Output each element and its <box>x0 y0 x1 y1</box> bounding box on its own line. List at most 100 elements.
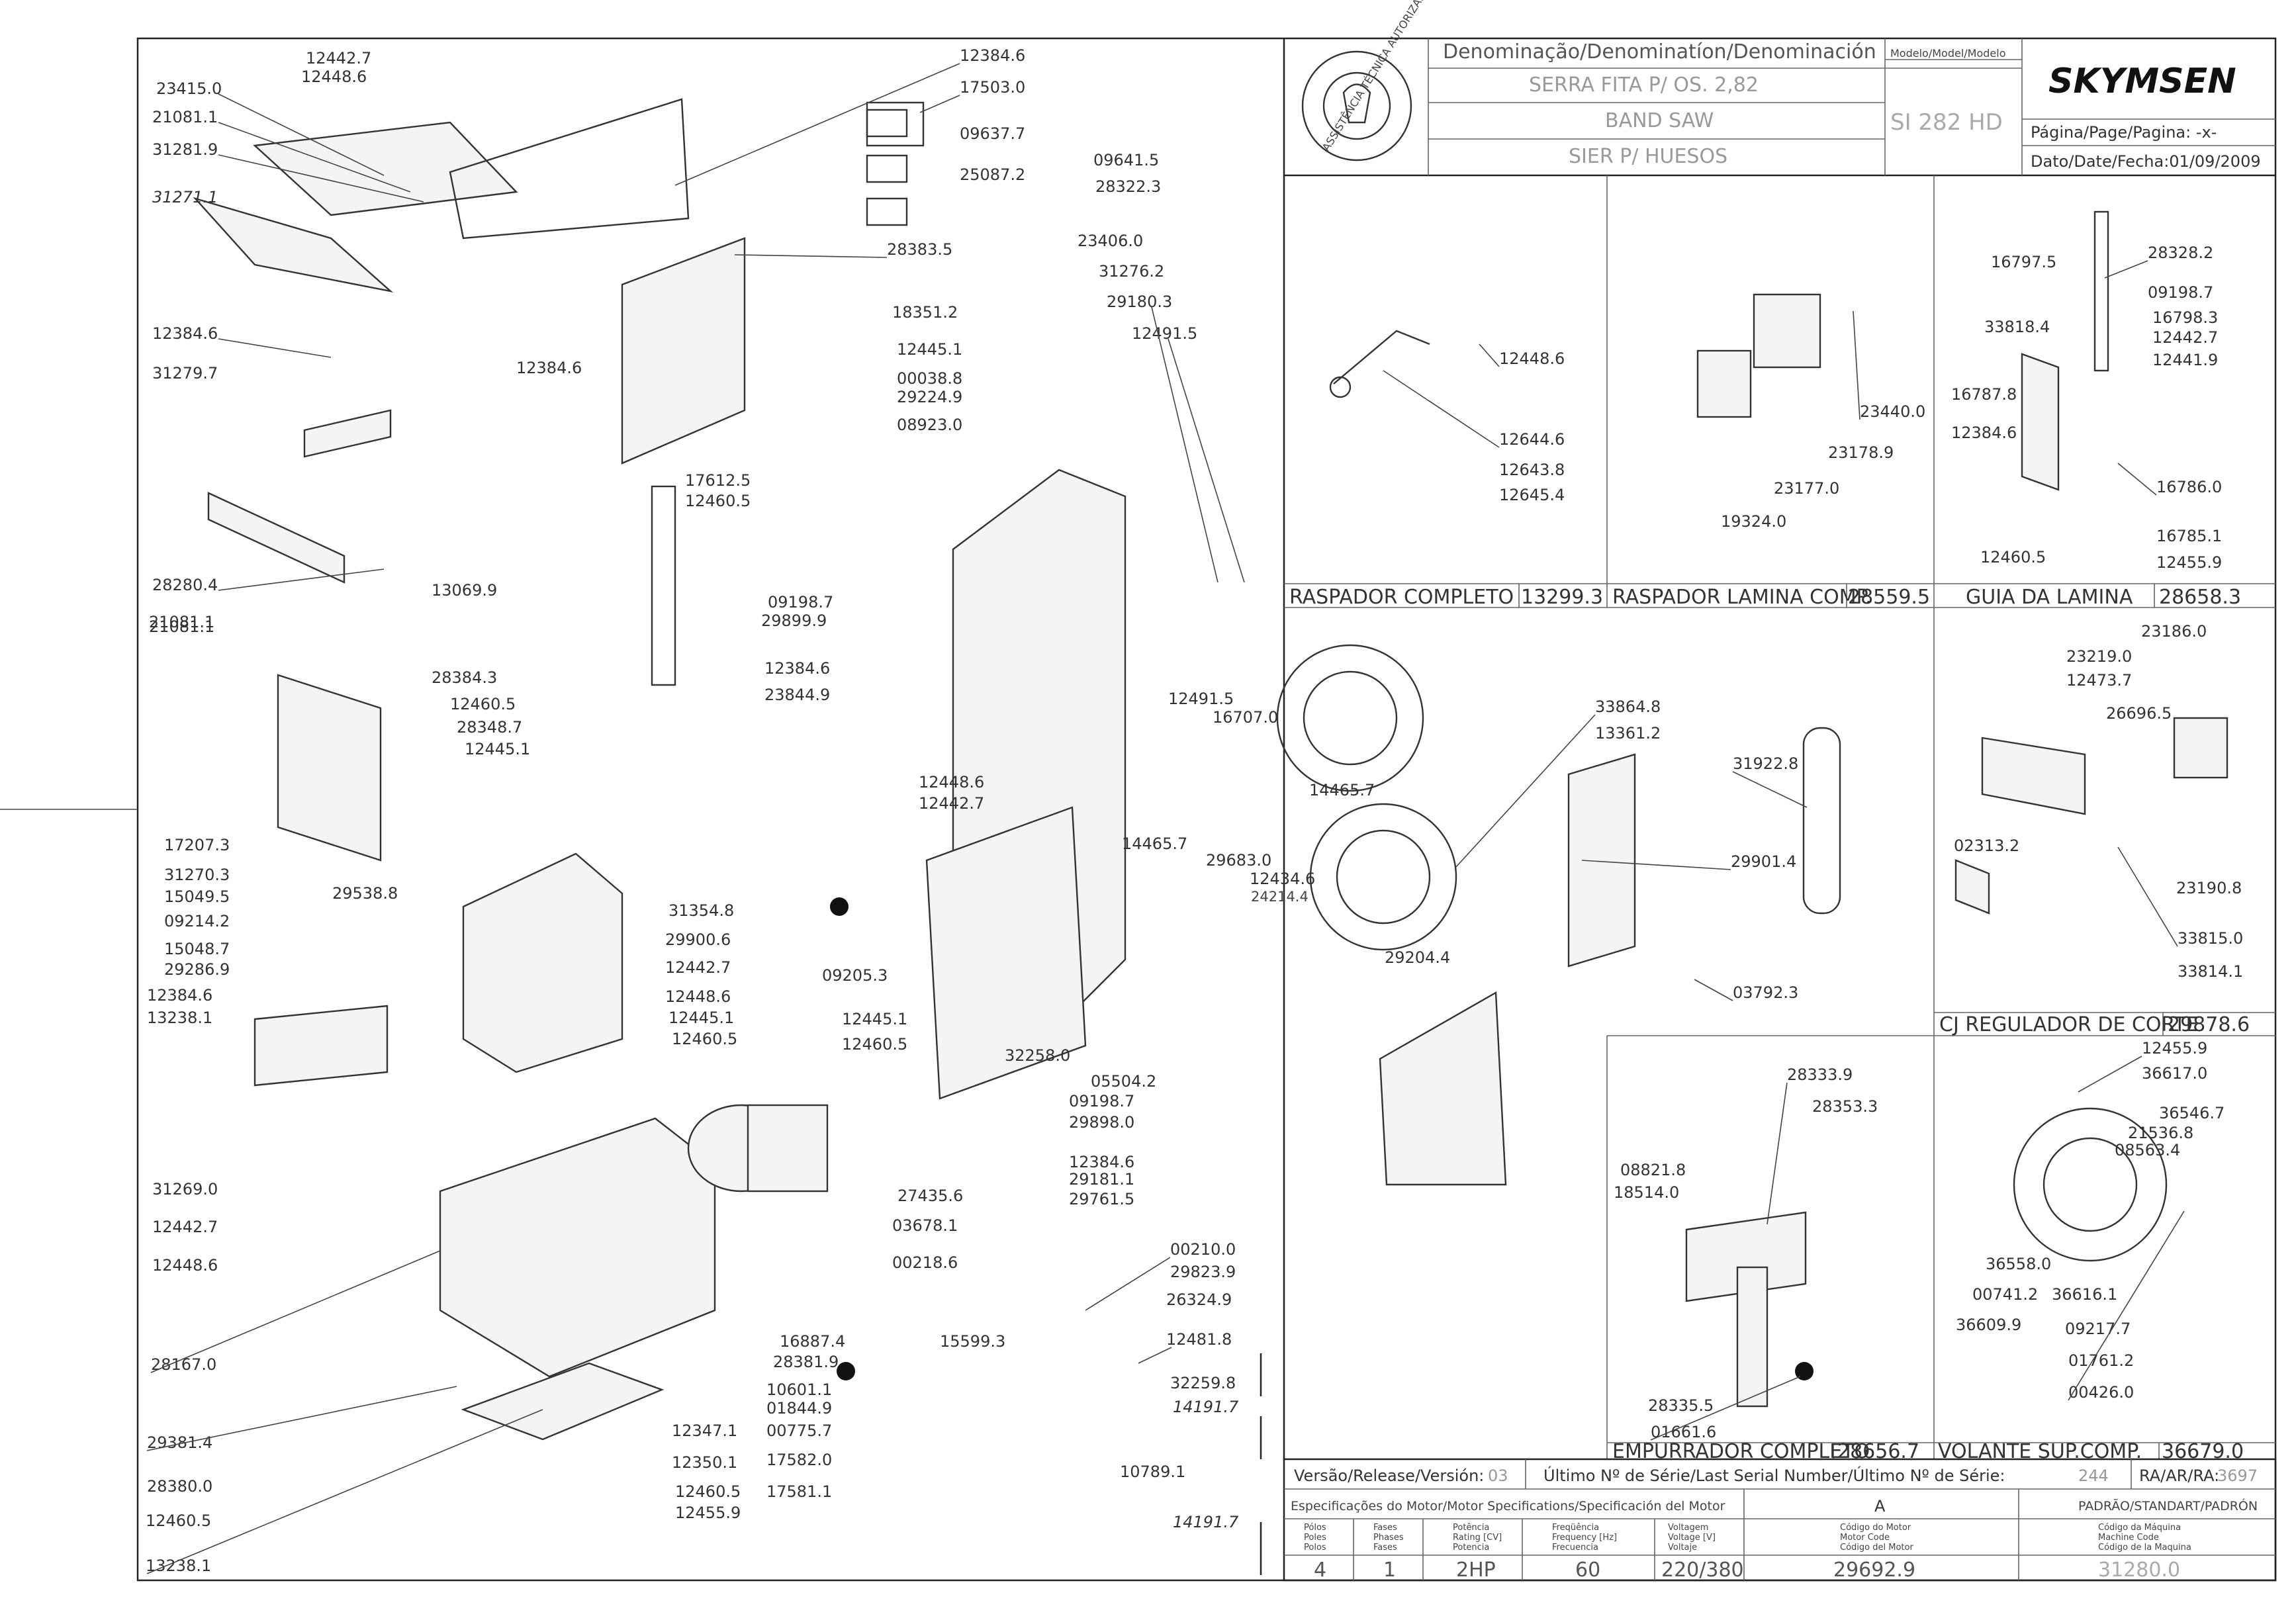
part-label: 28353.3 <box>1812 1097 1878 1116</box>
part-label: 12384.6 <box>152 324 218 343</box>
page-label: Página/Page/Pagina: -x- <box>2031 123 2217 142</box>
part-label: 23415.0 <box>156 79 222 98</box>
part-label: 21081.1 <box>152 108 218 126</box>
part-label: 10601.1 <box>766 1380 832 1399</box>
ra-label: RA/AR/RA: <box>2139 1466 2219 1485</box>
part-label: 36616.1 <box>2052 1285 2117 1304</box>
part-label: 05504.2 <box>1091 1072 1156 1091</box>
part-label: 12384.6 <box>764 659 830 678</box>
part-label: 27435.6 <box>897 1187 963 1205</box>
part-label: 02313.2 <box>1954 836 2019 855</box>
part-label: 29180.3 <box>1107 293 1172 311</box>
part-label: 13069.9 <box>432 581 497 600</box>
part-label: 32258.0 <box>1005 1046 1070 1065</box>
part-label: 31270.3 <box>164 866 230 884</box>
ra-value: 3697 <box>2217 1466 2258 1485</box>
part-label: 12448.6 <box>919 773 984 791</box>
part-label: 12491.5 <box>1168 690 1234 708</box>
motor-spec-label: Especificações do Motor/Motor Specificat… <box>1291 1499 1725 1513</box>
saw-blade <box>1802 727 1841 915</box>
part-label: 14191.7 <box>1173 1398 1239 1416</box>
part-label: 08821.8 <box>1620 1161 1686 1179</box>
part-label: 00775.7 <box>766 1421 832 1440</box>
part-label: 29286.9 <box>164 960 230 979</box>
part-label: 31271.1 <box>152 188 218 206</box>
footer-spec-table: Versão/Release/Versión: 03 Último Nº de … <box>1283 1458 2277 1582</box>
part-label: 16887.4 <box>780 1332 845 1351</box>
panel-titles: RASPADOR COMPLETO 13299.3 RASPADOR LAMIN… <box>1289 584 2250 1463</box>
part-label: 01844.9 <box>766 1399 832 1418</box>
part-label: 16798.3 <box>2152 308 2218 327</box>
part-label: 28322.3 <box>1095 177 1161 196</box>
part-label: 15049.5 <box>164 887 230 906</box>
standard-label: PADRÃO/STANDART/PADRÓN <box>2078 1498 2258 1513</box>
base-stand <box>439 1117 716 1378</box>
main-assembly-drawing <box>193 98 1841 1441</box>
part-label: 12442.7 <box>152 1218 218 1236</box>
part-label: 16707.0 <box>1213 708 1278 727</box>
part-label: 36617.0 <box>2142 1064 2207 1083</box>
part-label: 12442.7 <box>665 958 731 977</box>
part-label: 12384.6 <box>960 46 1025 65</box>
serial-value: 244 <box>2078 1466 2109 1485</box>
leader-lines <box>146 63 2185 1574</box>
part-label: 21536.8 <box>2128 1124 2193 1142</box>
phases-value: 1 <box>1383 1558 1396 1582</box>
panel-title: GUIA DA LAMINA <box>1966 586 2133 609</box>
part-label: 24214.4 <box>1251 889 1309 905</box>
part-label: 12384.6 <box>1951 424 2017 442</box>
part-label: 29181.1 <box>1069 1170 1134 1189</box>
part-label: 26324.9 <box>1166 1290 1232 1309</box>
part-label: 36609.9 <box>1956 1316 2021 1334</box>
part-label: 23186.0 <box>2141 622 2207 641</box>
part-label: 33814.1 <box>2178 962 2243 981</box>
part-label: 17207.3 <box>164 836 230 854</box>
model-value: SI 282 HD <box>1890 109 2003 136</box>
part-label: 12455.9 <box>2142 1039 2207 1058</box>
panel-part-labels: 12448.6 12644.6 12643.8 12645.4 23440.0 … <box>1499 244 2243 1441</box>
part-label: 28280.4 <box>152 576 218 594</box>
part-label: 12460.5 <box>146 1511 211 1530</box>
part-label: 29901.4 <box>1731 852 1796 871</box>
part-label: 31269.0 <box>152 1180 218 1198</box>
part-label: 32259.8 <box>1170 1374 1236 1392</box>
part-label: 29204.4 <box>1385 948 1450 967</box>
part-label: 03678.1 <box>892 1216 958 1235</box>
part-label: 12384.6 <box>1069 1153 1134 1171</box>
part-label: 29224.9 <box>897 388 962 406</box>
part-label: 12460.5 <box>842 1035 907 1054</box>
name-es: SIER P/ HUESOS <box>1569 145 1727 168</box>
part-label: 09217.7 <box>2065 1320 2131 1338</box>
part-label: 12455.9 <box>675 1504 741 1522</box>
part-label: 29900.6 <box>665 930 731 949</box>
part-label: 28383.5 <box>887 240 952 259</box>
part-label: 09205.3 <box>822 966 888 985</box>
part-label: 12448.6 <box>301 68 367 86</box>
seal-text: ASSISTÊNCIA TÉCNICA AUTORIZADA <box>1320 0 1432 154</box>
frequency-value: 60 <box>1575 1558 1600 1582</box>
part-label: 33864.8 <box>1595 698 1661 716</box>
part-label: 29899.9 <box>761 611 827 630</box>
part-label: 21081.1 <box>149 617 214 636</box>
part-label: 18351.2 <box>892 303 958 322</box>
part-label: 28348.7 <box>457 718 522 737</box>
part-label: 08563.4 <box>2115 1141 2180 1159</box>
part-label: 12491.5 <box>1132 324 1197 343</box>
part-label: 12481.8 <box>1166 1330 1232 1349</box>
part-label: 00426.0 <box>2068 1383 2134 1402</box>
motor-code-value: 29692.9 <box>1833 1558 1915 1582</box>
upper-wheel-detail <box>2013 1107 2168 1262</box>
panel-drawings <box>1329 210 2228 1408</box>
part-label: 33815.0 <box>2178 929 2243 948</box>
part-label: 28381.9 <box>773 1353 839 1371</box>
part-label: 29683.0 <box>1206 851 1271 870</box>
part-label: 16787.8 <box>1951 385 2017 404</box>
main-part-labels: 12442.7 12448.6 23415.0 21081.1 31281.9 … <box>146 46 1798 1575</box>
part-label: 12445.1 <box>668 1009 734 1027</box>
part-label: 12445.1 <box>897 340 962 359</box>
part-label: 17581.1 <box>766 1482 832 1501</box>
